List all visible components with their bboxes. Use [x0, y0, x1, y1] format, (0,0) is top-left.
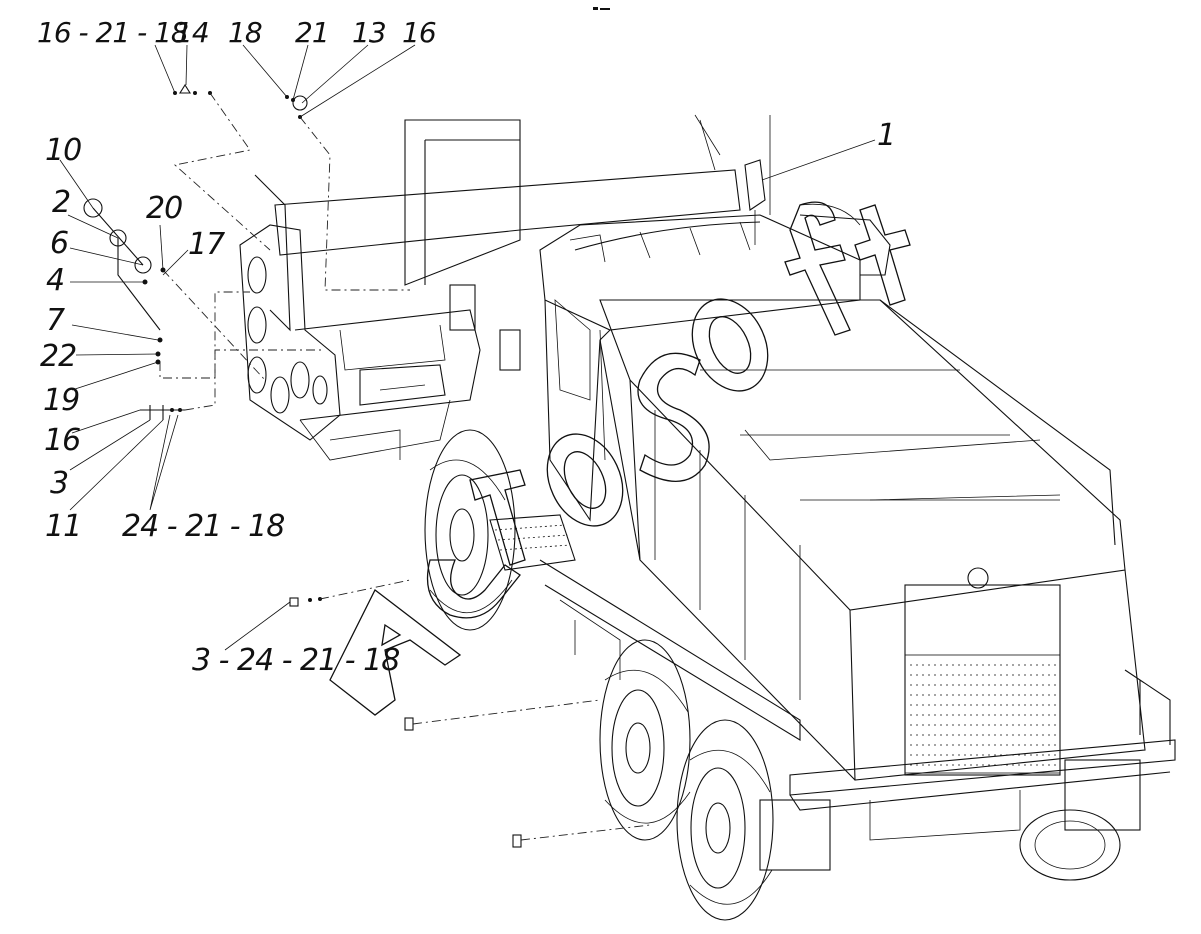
label-21: 21 [295, 16, 329, 49]
label-14: 14 [175, 16, 209, 49]
label-10: 10 [45, 133, 81, 168]
label-19: 19 [43, 383, 79, 418]
side-rail [539, 559, 801, 741]
label-3: 3 [50, 466, 68, 501]
label-1: 1 [877, 118, 895, 153]
autosoft-watermark [329, 201, 911, 716]
wheel-front [424, 429, 516, 631]
label-16-mid: 16 [44, 423, 80, 458]
leader-lines [59, 44, 876, 651]
side-panel [239, 224, 451, 461]
wheel-rear-1 [599, 639, 691, 841]
label-7: 7 [46, 303, 65, 338]
wheel-rear-3 [1019, 809, 1121, 881]
label-2: 2 [52, 185, 70, 220]
label-22: 22 [40, 339, 76, 374]
label-bottom-group-a: 24 - 21 - 18 [122, 509, 284, 544]
truck-drawing [239, 114, 1176, 921]
label-18: 18 [228, 16, 262, 49]
sheet-mark [593, 7, 610, 10]
label-top-left-group: 16 - 21 - 18 [37, 16, 188, 49]
label-11: 11 [45, 509, 81, 544]
assembly-lines [159, 92, 651, 841]
detail-parts [83, 83, 522, 848]
step [489, 514, 576, 571]
label-13: 13 [352, 16, 386, 49]
wheel-rear-2 [676, 719, 774, 921]
rear-bumper [759, 739, 1176, 871]
cab [449, 114, 891, 561]
equipment-cabinet [404, 119, 521, 286]
label-bottom-group-b: 3 - 24 - 21 - 18 [192, 643, 399, 678]
label-16-top: 16 [402, 16, 436, 49]
label-6: 6 [50, 226, 68, 261]
label-4: 4 [46, 263, 64, 298]
callout-labels: 16 - 21 - 18 14 18 21 13 16 1 10 2 20 6 … [37, 16, 896, 678]
label-17: 17 [188, 227, 225, 262]
tank-body [599, 299, 1171, 781]
vent-grille [910, 664, 1056, 766]
rear-equipment-box [254, 119, 741, 421]
label-20: 20 [146, 191, 182, 226]
